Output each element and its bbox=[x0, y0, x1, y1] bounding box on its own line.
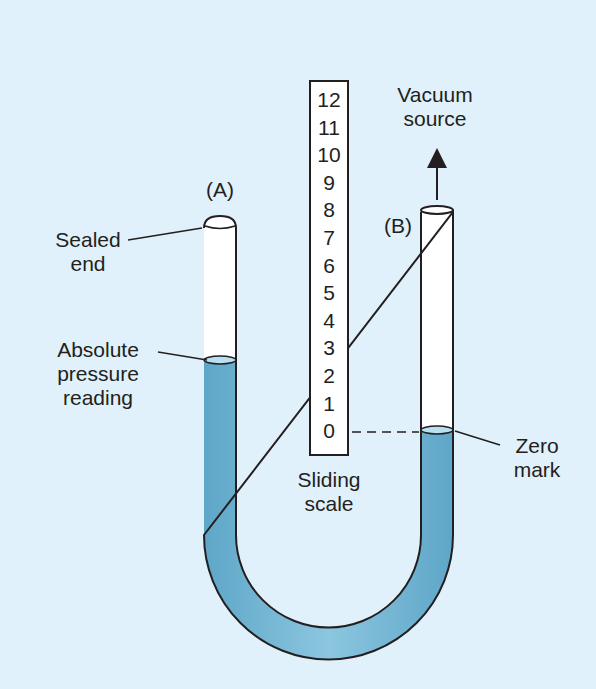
open-end bbox=[421, 206, 453, 214]
scale-number: 4 bbox=[311, 309, 347, 333]
scale-number: 9 bbox=[311, 171, 347, 195]
pressure-label: Absolute pressure reading bbox=[40, 338, 156, 410]
scale-caption: Sliding scale bbox=[284, 468, 374, 516]
scale-number: 3 bbox=[311, 336, 347, 360]
tube-label: (A) bbox=[200, 178, 240, 202]
scale-number: 7 bbox=[311, 226, 347, 250]
scale-number: 8 bbox=[311, 198, 347, 222]
tube-label: (B) bbox=[378, 214, 418, 238]
leader-line bbox=[158, 352, 207, 360]
fluid-surface bbox=[421, 426, 453, 434]
leader-line bbox=[128, 228, 202, 240]
scale-number: 5 bbox=[311, 281, 347, 305]
zero-mark-label: Zero mark bbox=[502, 434, 572, 482]
zero-dash-line bbox=[352, 431, 419, 433]
sliding-scale: 1211109876543210Sliding scale bbox=[309, 80, 349, 456]
leader-line bbox=[455, 431, 500, 445]
scale-number: 0 bbox=[311, 419, 347, 443]
vacuum-arrow bbox=[436, 158, 438, 200]
sealed-end bbox=[205, 226, 235, 229]
sealed-end-label: Sealed end bbox=[50, 228, 126, 276]
manometer-fluid bbox=[204, 360, 453, 660]
scale-number: 1 bbox=[311, 392, 347, 416]
scale-number: 10 bbox=[311, 143, 347, 167]
scale-number: 2 bbox=[311, 364, 347, 388]
scale-number: 12 bbox=[311, 88, 347, 112]
scale-number: 6 bbox=[311, 254, 347, 278]
scale-number: 11 bbox=[311, 116, 347, 140]
fluid-surface bbox=[204, 356, 236, 364]
vacuum-label: Vacuum source bbox=[370, 83, 500, 131]
